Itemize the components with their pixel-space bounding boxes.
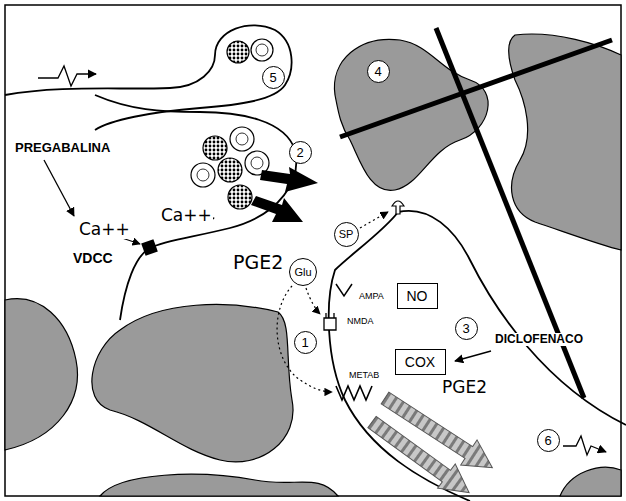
glial-cell (509, 34, 621, 250)
vesicle (251, 39, 273, 61)
glutamate-arrow (306, 288, 320, 314)
callout-number: 2 (289, 141, 312, 164)
axon-terminal (5, 25, 292, 130)
cross-line (436, 28, 584, 398)
release-arrow (260, 167, 318, 192)
node-text: COX (405, 355, 435, 369)
glial-cell (560, 467, 621, 496)
node-text: SP (339, 229, 354, 240)
glial-cell (92, 305, 293, 462)
drug-name: PREGABALINA (14, 141, 111, 155)
drug-arrow (44, 160, 74, 216)
ion-label: Ca++ (78, 220, 131, 239)
metabotropic-receptor (336, 386, 372, 400)
receptor-label: NMDA (346, 317, 375, 327)
node-text: NO (407, 289, 428, 303)
action-potential (563, 436, 606, 455)
vesicle (218, 158, 242, 182)
vdcc-channel (141, 239, 158, 256)
neurotransmitter-circle: Glu (289, 258, 317, 286)
sp-receptor (392, 201, 404, 214)
node-text: 4 (374, 65, 381, 78)
callout-number: 3 (455, 317, 478, 340)
glial-cell (100, 474, 338, 496)
postsynaptic-membrane (329, 212, 470, 501)
enzyme-box: NO (397, 283, 438, 309)
vesicle (230, 127, 254, 151)
callout-number: 5 (262, 66, 285, 89)
drug-arrow (455, 351, 491, 361)
node-text: Glu (294, 267, 311, 278)
callout-number: 4 (367, 60, 390, 83)
callout-number: 6 (537, 429, 560, 452)
channel-label: VDCC (72, 251, 114, 266)
action-potential (38, 66, 96, 86)
postsynaptic-membrane (398, 211, 626, 425)
glutamate-arrow (277, 286, 332, 392)
vesicle-core (251, 157, 263, 169)
ampa-receptor (336, 284, 352, 296)
neurotransmitter-circle: SP (334, 222, 359, 247)
vesicle-core (197, 169, 209, 181)
mediator-label: PGE2 (232, 252, 284, 273)
mediator-label: PGE2 (441, 378, 488, 397)
signal-arrow-shape (363, 410, 478, 501)
vesicle (228, 185, 252, 209)
vesicle-core (256, 44, 268, 56)
signal-arrow (363, 410, 478, 501)
drug-name: DICLOFENACO (494, 333, 584, 346)
vesicle-core (236, 133, 248, 145)
vesicle (203, 136, 227, 160)
enzyme-box: COX (395, 349, 446, 375)
node-text: 6 (544, 434, 551, 447)
vesicle (227, 41, 249, 63)
vesicle (191, 163, 215, 187)
node-text: 2 (296, 146, 303, 159)
frame (5, 5, 621, 496)
sp-arrow (360, 212, 388, 228)
nmda-receptor (324, 313, 336, 330)
node-text: 1 (301, 336, 308, 349)
glial-cell (5, 299, 77, 450)
receptor-label: METAB (348, 371, 380, 381)
node-text: 3 (462, 322, 469, 335)
callout-number: 1 (294, 331, 317, 354)
release-arrow (251, 196, 303, 222)
ion-label: Ca++ (160, 206, 213, 225)
node-text: 5 (269, 71, 276, 84)
glial-cell (334, 39, 488, 190)
receptor-label: AMPA (358, 292, 385, 302)
